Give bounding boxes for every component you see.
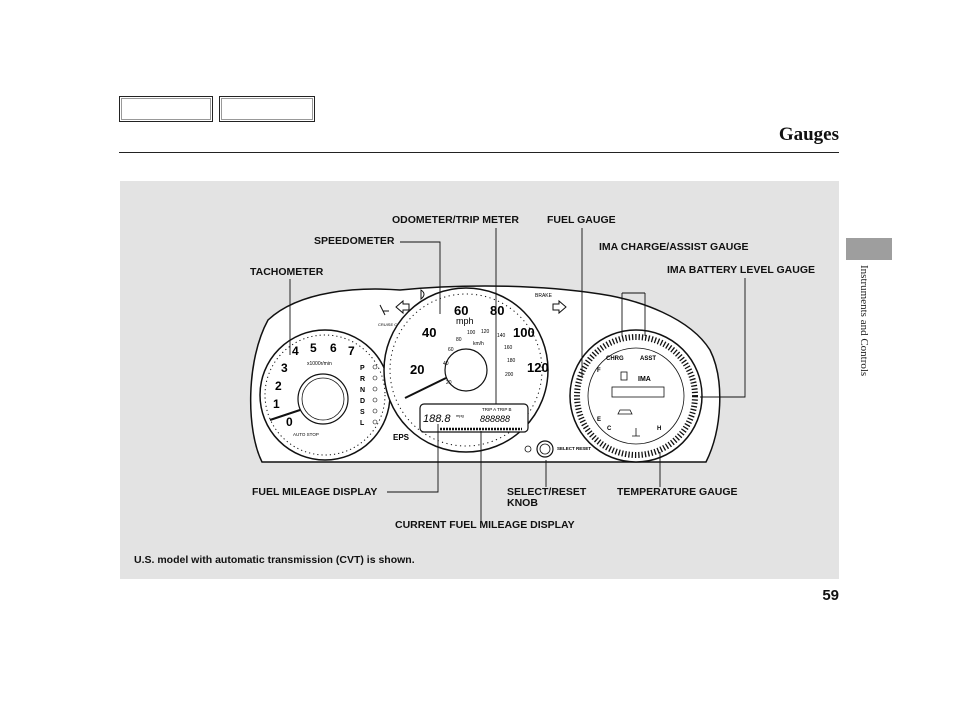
asst-label: ASST [640, 356, 656, 362]
gear-letter: R [360, 376, 365, 383]
gear-letter: N [360, 387, 365, 394]
headlight-icon [420, 289, 425, 301]
turn-signal-left-icon [395, 299, 410, 315]
callout-fuel-mileage: FUEL MILEAGE DISPLAY [252, 486, 378, 498]
kmh-number: 200 [505, 372, 514, 378]
fuel-e-label: E [597, 417, 601, 423]
turn-signal-right-icon [552, 299, 567, 315]
tach-number: 1 [273, 397, 280, 411]
gear-letter: L [360, 420, 365, 427]
nav-prev-button[interactable] [119, 96, 213, 122]
speed-number: 120 [527, 360, 549, 375]
kmh-number: 180 [507, 358, 516, 364]
callout-current-fuel-mileage: CURRENT FUEL MILEAGE DISPLAY [395, 519, 575, 531]
speed-number: 100 [513, 325, 535, 340]
callout-tachometer: TACHOMETER [250, 266, 324, 278]
callout-fuel-gauge: FUEL GAUGE [547, 214, 616, 226]
callout-select-reset: SELECT/RESET KNOB [507, 487, 586, 509]
callout-select-reset-line1: SELECT/RESET [507, 486, 587, 498]
gear-indicator: P R N D S L CRUISE CONTROL EPS [360, 322, 415, 442]
tach-unit: x1000r/min [307, 361, 332, 367]
kmh-number: 40 [443, 361, 449, 367]
tach-number: 0 [286, 415, 293, 429]
gear-letter: S [360, 409, 365, 416]
tach-number: 3 [281, 361, 288, 375]
section-tab-label: Instruments and Controls [858, 265, 870, 377]
auto-stop-label: AUTO STOP [293, 432, 319, 437]
speed-unit: mph [456, 316, 474, 326]
select-reset-knob[interactable] [536, 440, 554, 458]
kmh-unit: km/h [473, 341, 484, 347]
callout-temperature: TEMPERATURE GAUGE [617, 486, 738, 498]
figure-caption: U.S. model with automatic transmission (… [134, 554, 415, 566]
speed-number: 60 [454, 303, 468, 318]
gear-letter: P [360, 365, 365, 372]
low-fuel-light-icon [524, 445, 532, 453]
tach-number: 2 [275, 379, 282, 393]
kmh-number: 140 [497, 333, 506, 339]
ima-gauge-dial: CHRG ASST IMA F E C H [569, 329, 703, 463]
kmh-number: 80 [456, 337, 462, 343]
ima-label: IMA [638, 376, 651, 383]
speed-number: 20 [410, 362, 424, 377]
multi-info-display: TRIP A TRIP B 888888 188.8 mpg [419, 403, 529, 433]
fuel-pump-icon [620, 371, 628, 381]
callout-select-reset-line2: KNOB [507, 497, 538, 509]
gear-letter: D [360, 398, 365, 405]
callout-speedometer: SPEEDOMETER [314, 235, 395, 247]
eps-label: EPS [393, 433, 410, 442]
page-number: 59 [822, 587, 839, 604]
speed-number: 80 [490, 303, 504, 318]
temperature-icon [632, 428, 640, 437]
mpg-unit: mpg [456, 413, 464, 418]
temp-h-label: H [657, 426, 661, 432]
section-tab[interactable] [846, 238, 892, 260]
odometer-digits: 888888 [480, 414, 510, 424]
tachometer-dial: 0 1 2 3 4 5 6 7 x1000r/min AUTO STOP [259, 329, 391, 461]
seat-belt-icon [379, 304, 389, 316]
trip-label: TRIP A TRIP B [482, 407, 512, 412]
kmh-number: 20 [446, 380, 452, 386]
kmh-number: 100 [467, 330, 476, 336]
nav-next-button[interactable] [219, 96, 315, 122]
page-title: Gauges [778, 124, 839, 145]
callout-odometer: ODOMETER/TRIP METER [392, 214, 519, 226]
title-rule [119, 152, 839, 153]
callout-ima-battery: IMA BATTERY LEVEL GAUGE [667, 264, 815, 276]
cruise-control-label: CRUISE CONTROL [378, 322, 415, 327]
kmh-number: 160 [504, 345, 513, 351]
tach-number: 4 [292, 344, 299, 358]
callout-leaders [289, 228, 746, 521]
mpg-digits: 188.8 [423, 413, 451, 425]
tach-number: 6 [330, 341, 337, 355]
callout-ima-charge-assist: IMA CHARGE/ASSIST GAUGE [599, 241, 749, 253]
brake-label: BRAKE [535, 293, 553, 299]
tach-number: 5 [310, 341, 317, 355]
chrg-label: CHRG [606, 356, 624, 362]
car-icon [617, 409, 633, 415]
kmh-number: 60 [448, 347, 454, 353]
fuel-f-label: F [597, 368, 601, 374]
temp-c-label: C [607, 426, 612, 432]
kmh-number: 120 [481, 329, 490, 335]
speed-number: 40 [422, 325, 436, 340]
select-reset-marking: SELECT RESET [557, 446, 591, 451]
tach-number: 7 [348, 344, 355, 358]
